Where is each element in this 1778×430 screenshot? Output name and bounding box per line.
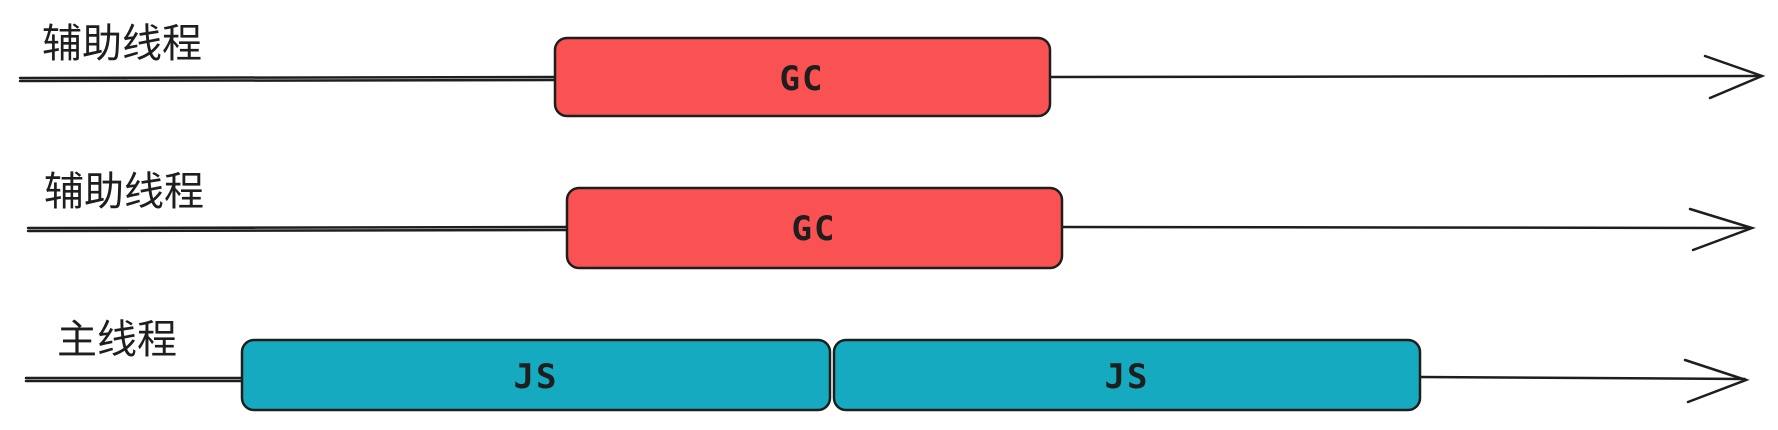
lane-label: 主线程 [57,317,177,363]
lane-label: 辅助线程 [42,21,202,67]
gc-block [553,36,1052,118]
timeline-axis [26,225,1752,233]
js-block-label: JS [1105,357,1150,397]
gc-block [565,186,1064,270]
timeline-arrowhead [1703,54,1766,100]
timeline-arrowhead [1683,358,1750,404]
lane-main-thread: 主线程 JS JS [24,317,1750,412]
lane-label: 辅助线程 [44,169,204,215]
timeline-axis [24,375,1747,383]
timeline-axis [18,74,1762,83]
timeline-arrowhead [1688,207,1756,252]
js-block [240,338,832,412]
lane-helper-thread-1: 辅助线程 GC [18,21,1766,118]
js-block-label: JS [514,357,559,397]
gc-block-label: GC [792,209,837,249]
gc-block-label: GC [780,59,825,99]
lane-helper-thread-2: 辅助线程 GC [26,169,1756,270]
js-block [832,338,1422,412]
